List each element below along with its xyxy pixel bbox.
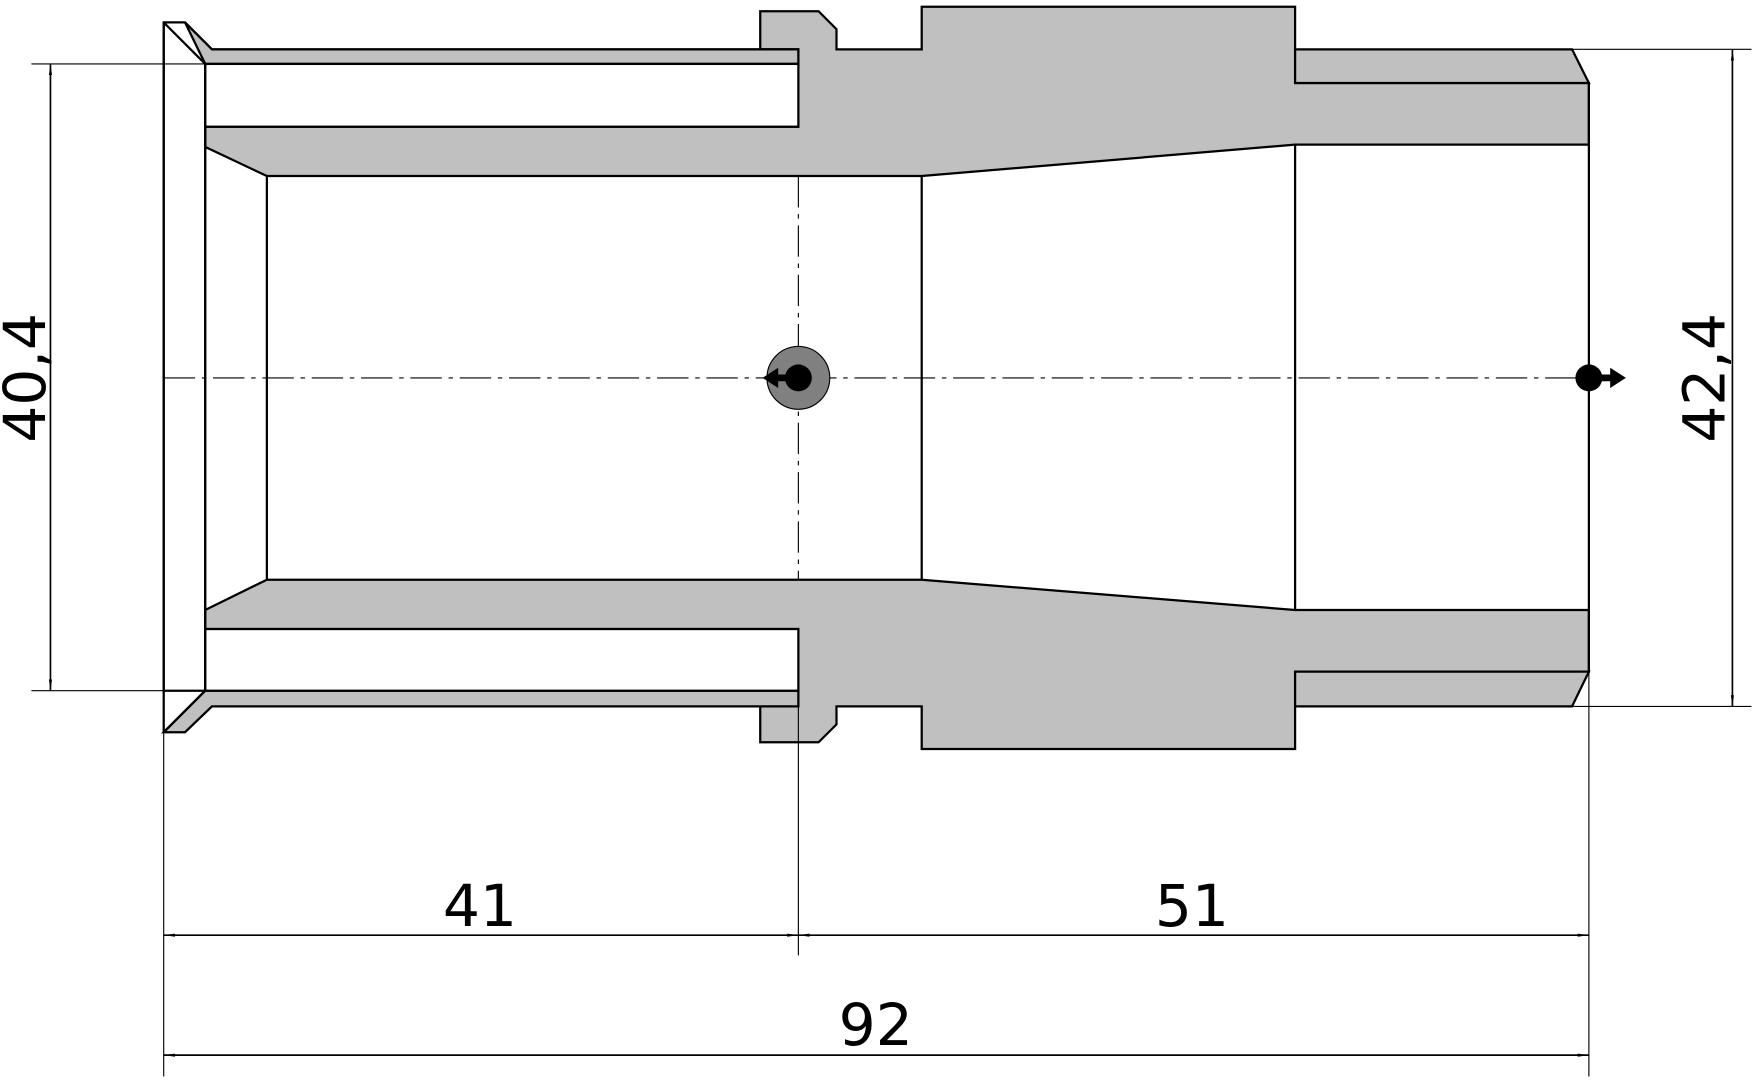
flow-marker-right bbox=[1575, 364, 1626, 392]
marker-dot bbox=[784, 364, 812, 392]
arrow-right-icon bbox=[1588, 367, 1626, 388]
lower-pipe-end bbox=[1293, 670, 1591, 708]
upper-groove bbox=[204, 62, 800, 128]
flow-marker-left bbox=[762, 345, 831, 410]
dim-text-40-4: 40,4 bbox=[0, 313, 59, 443]
dim-text-92: 92 bbox=[839, 991, 913, 1059]
center-lines bbox=[163, 176, 1589, 580]
dim-text-41: 41 bbox=[443, 872, 517, 940]
upper-sleeve-band bbox=[184, 21, 800, 66]
lower-groove bbox=[204, 627, 800, 692]
dimension-lines bbox=[48, 49, 1734, 1057]
fitting-section bbox=[161, 5, 1591, 751]
upper-pipe-end bbox=[1293, 48, 1591, 85]
extension-lines bbox=[31, 48, 1752, 1077]
arrow-left-icon bbox=[762, 367, 799, 388]
dim-text-51: 51 bbox=[1155, 872, 1229, 940]
marker-dot bbox=[1575, 364, 1603, 392]
dim-text-42-4: 42,4 bbox=[1671, 313, 1739, 443]
lower-sleeve-band bbox=[161, 689, 800, 734]
